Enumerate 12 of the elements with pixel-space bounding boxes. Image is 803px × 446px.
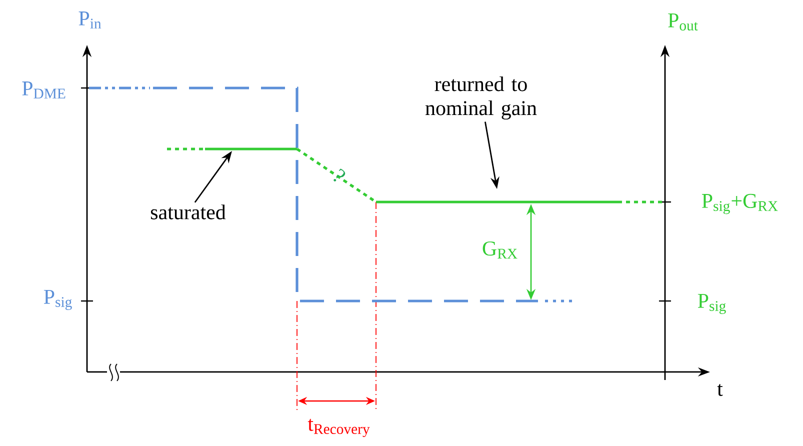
axis-label: ?	[334, 168, 346, 182]
axis-label: t$_{Recovery}$	[308, 418, 370, 438]
axis-label: G$_{RX}$	[482, 241, 518, 258]
axis-label: P$_{sig}$+G$_{RX}$	[702, 194, 778, 214]
axis-label: P$_{DME}$	[22, 82, 66, 98]
annotation-text: returned to nominal gain	[426, 76, 537, 120]
axis-label: P$_{sig}$	[44, 290, 72, 310]
axis-label: t	[717, 384, 723, 396]
annotation-text: saturated	[150, 204, 226, 220]
axis-label: P$_{out}$	[668, 13, 698, 30]
axis-label: P$_{sig}$	[698, 294, 726, 314]
axis-label: P$_{in}$	[78, 12, 102, 28]
